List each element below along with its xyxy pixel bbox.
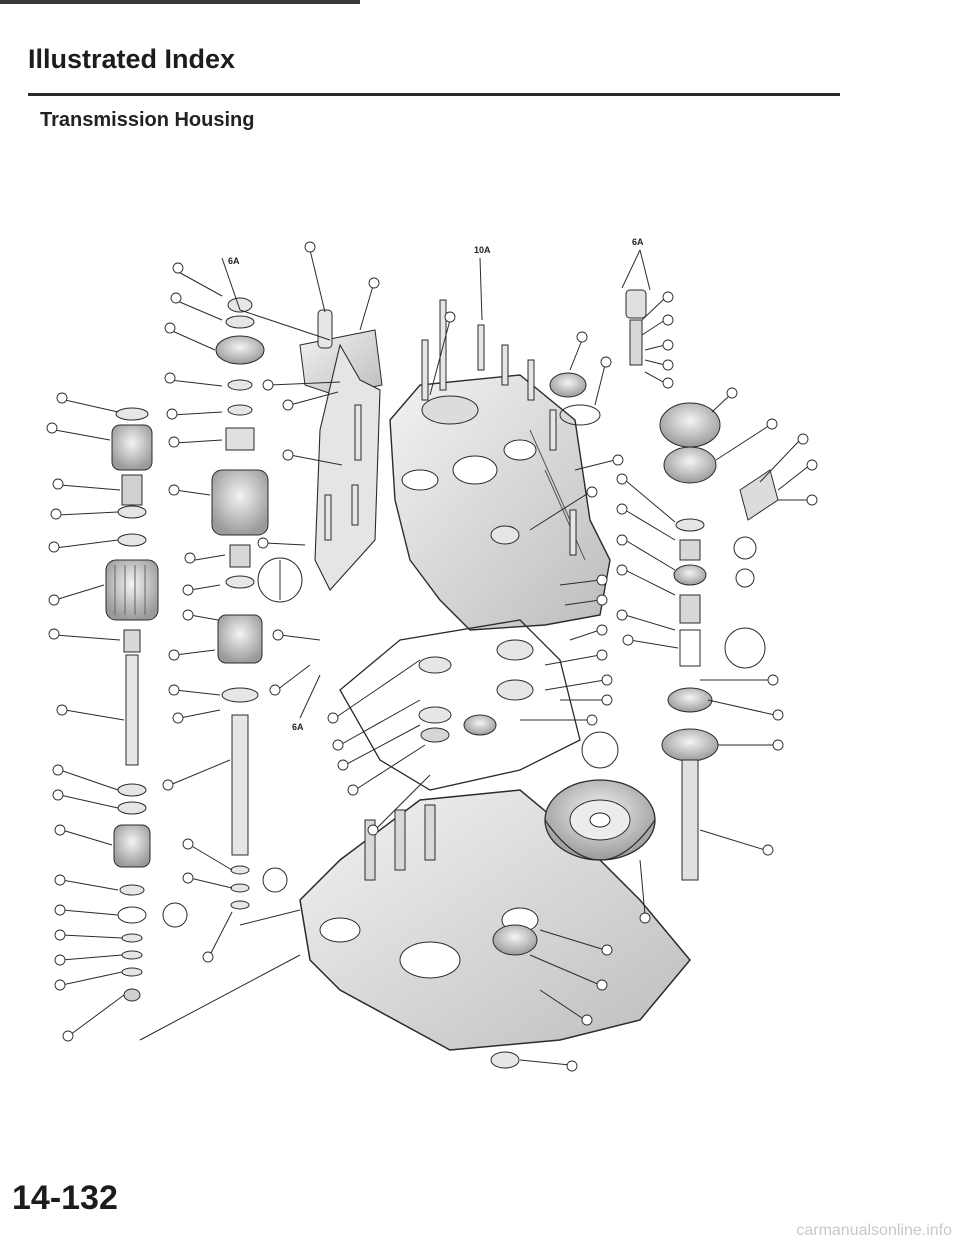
page-title: Illustrated Index	[28, 44, 236, 74]
top-rule	[0, 0, 360, 4]
center-parts	[257, 372, 619, 1069]
torque-tag-countershaft: 6A	[632, 237, 644, 247]
section-title: Transmission Housing	[40, 109, 255, 131]
title-rule	[28, 93, 840, 96]
torque-tag-sensor: 6A	[292, 722, 304, 732]
countershaft-column	[625, 289, 779, 881]
secondary-shaft-column	[211, 297, 288, 910]
leader-lines	[54, 249, 811, 1066]
callout-markers	[46, 241, 818, 1072]
upper-housing	[389, 374, 611, 631]
torque-tag-valve-body: 6A	[228, 256, 240, 266]
torque-tag-case-bolt: 10A	[474, 245, 491, 255]
mainshaft-column	[105, 407, 188, 1002]
page-number: 14-132	[12, 1179, 118, 1217]
watermark: carmanualsonline.info	[796, 1222, 952, 1239]
differential-gear	[544, 779, 656, 861]
case-gasket	[339, 619, 581, 791]
